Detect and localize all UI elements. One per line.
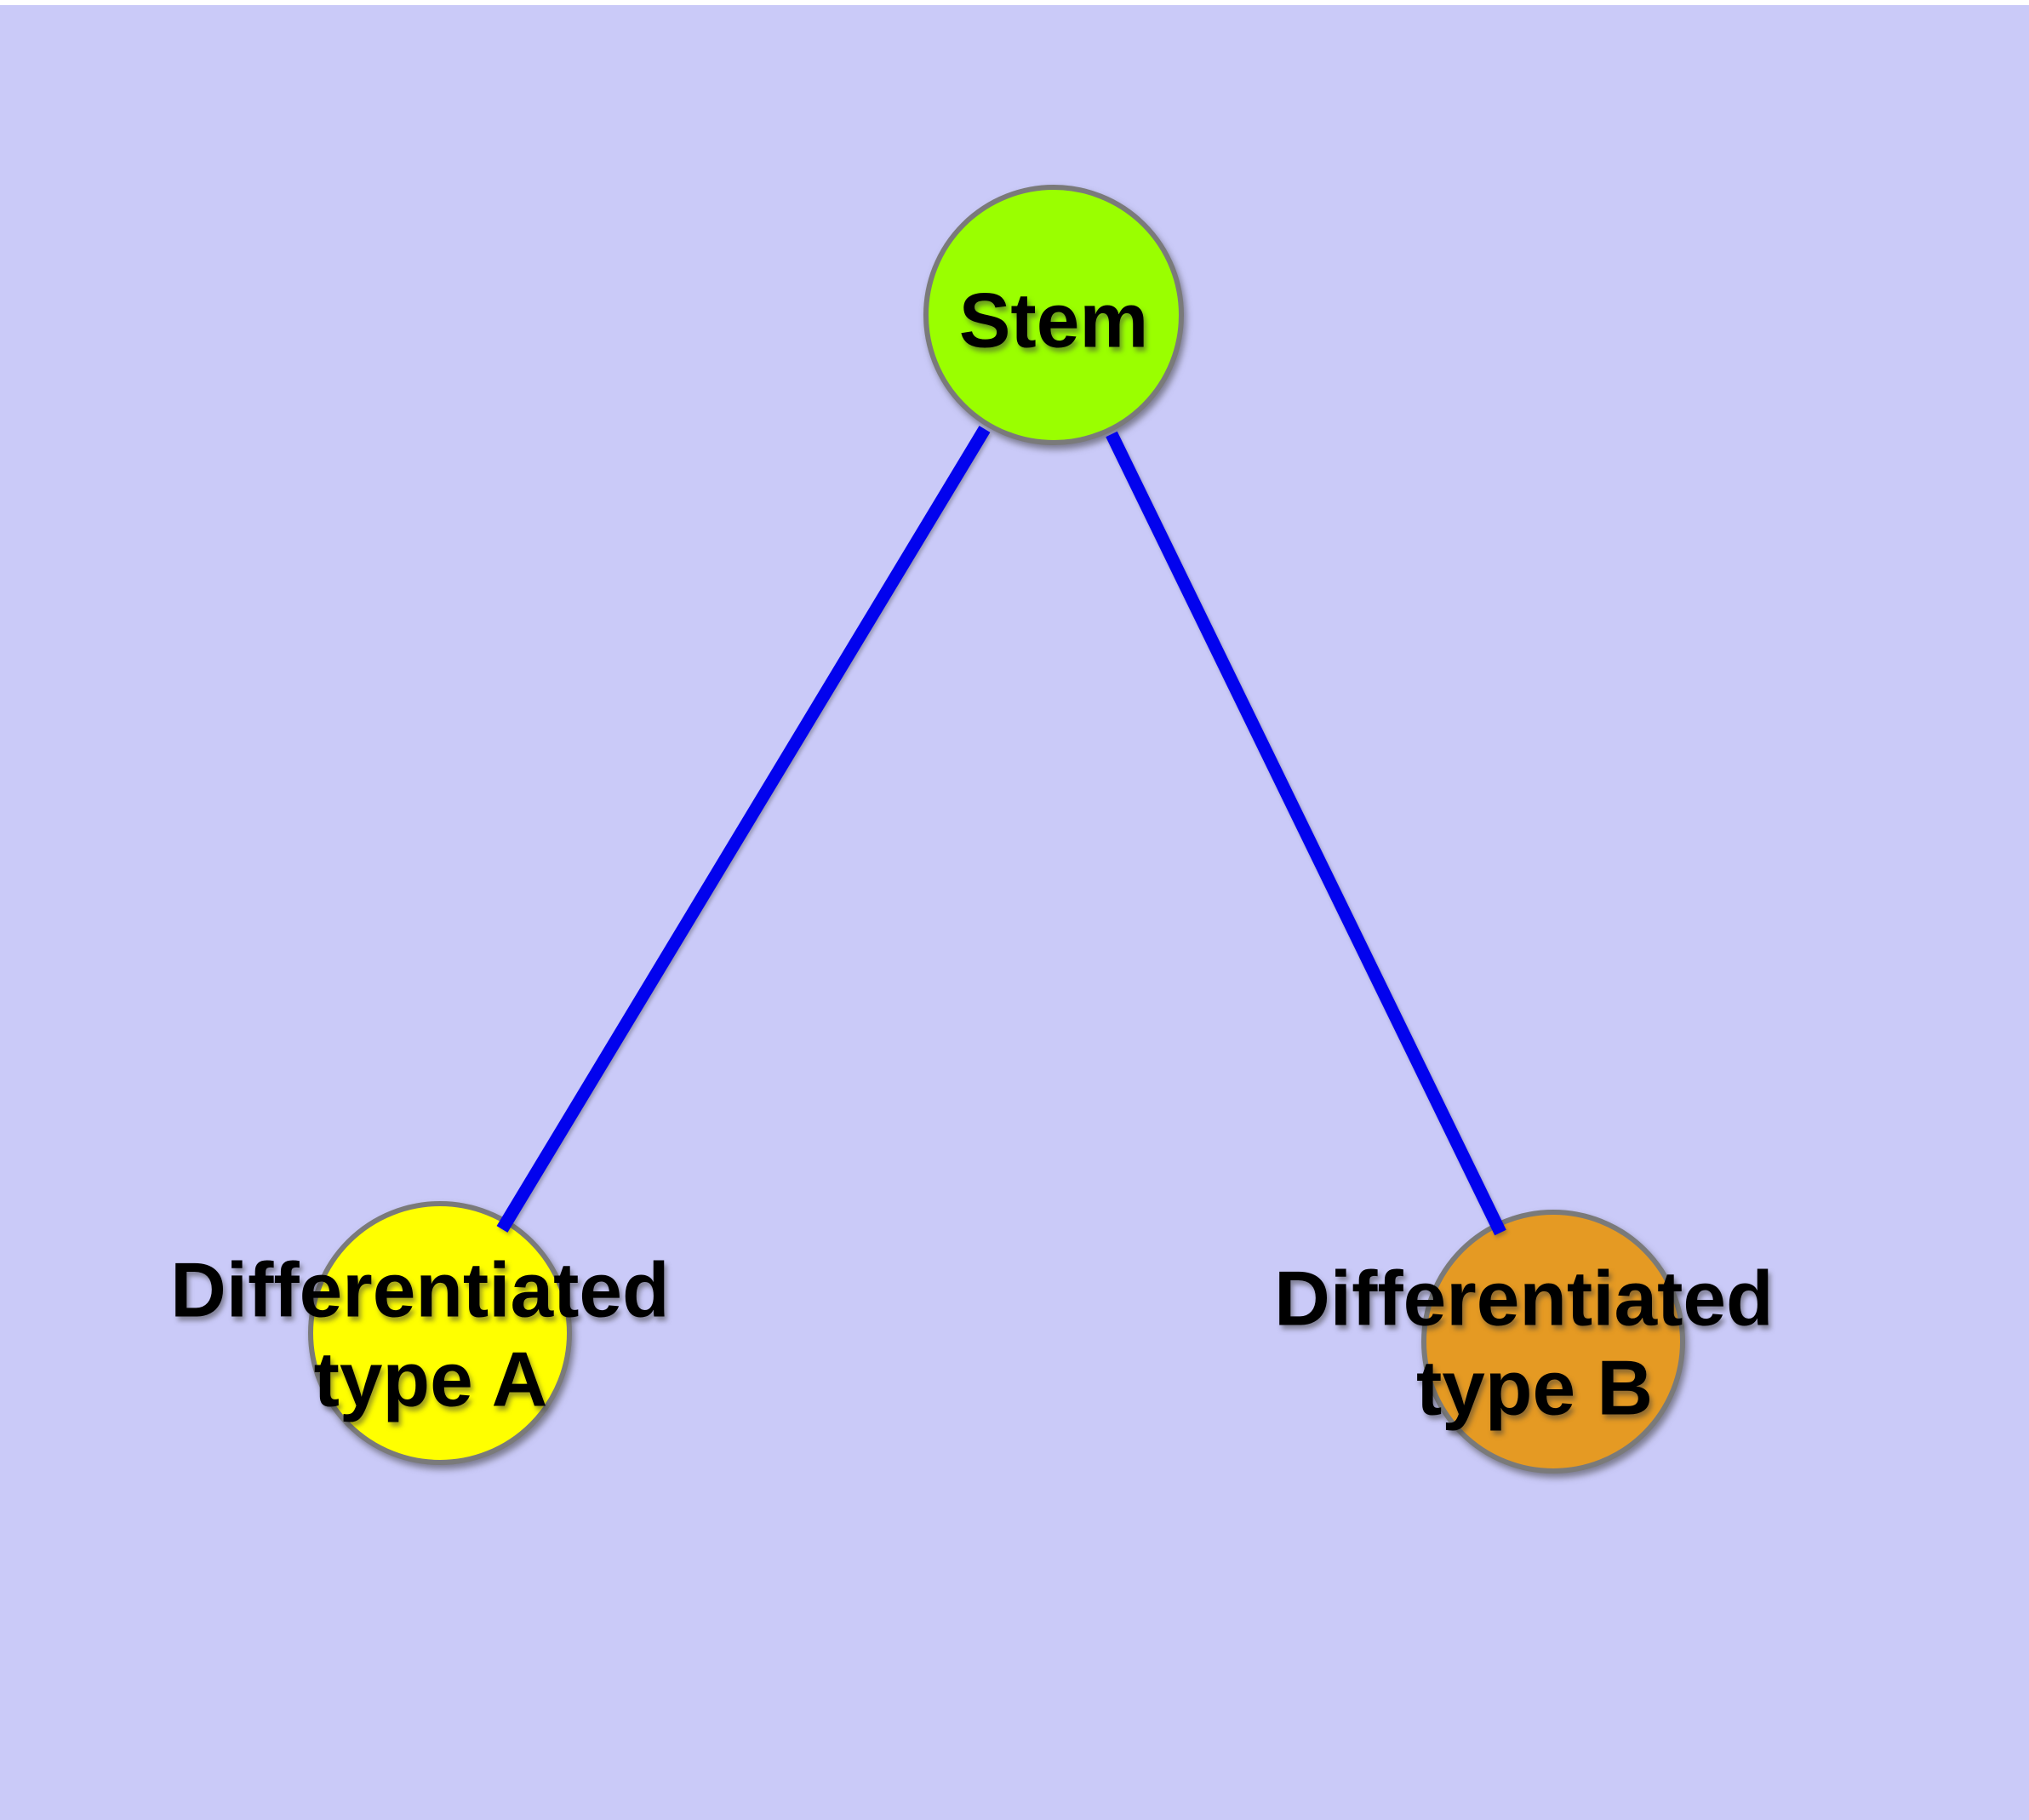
edge-stem-to-type-a xyxy=(496,426,991,1233)
node-stem-label: Stem xyxy=(959,278,1149,364)
node-type-b-label-line-2: type B xyxy=(1416,1346,1653,1432)
node-differentiated-type-a xyxy=(308,1201,572,1465)
node-type-a-label-line-1: Differentiated xyxy=(170,1248,670,1334)
node-type-b-label-line-1: Differentiated xyxy=(1274,1256,1774,1342)
node-type-a-label-line-2: type A xyxy=(314,1337,548,1423)
node-stem-label-line: Stem xyxy=(959,278,1149,364)
node-differentiated-type-b xyxy=(1421,1210,1685,1474)
node-stem xyxy=(923,185,1184,445)
node-type-b-label: Differentiated type B xyxy=(1274,1230,1795,1432)
node-type-a-label: Differentiated type A xyxy=(170,1222,691,1423)
edge-stem-to-type-b xyxy=(1106,431,1506,1236)
